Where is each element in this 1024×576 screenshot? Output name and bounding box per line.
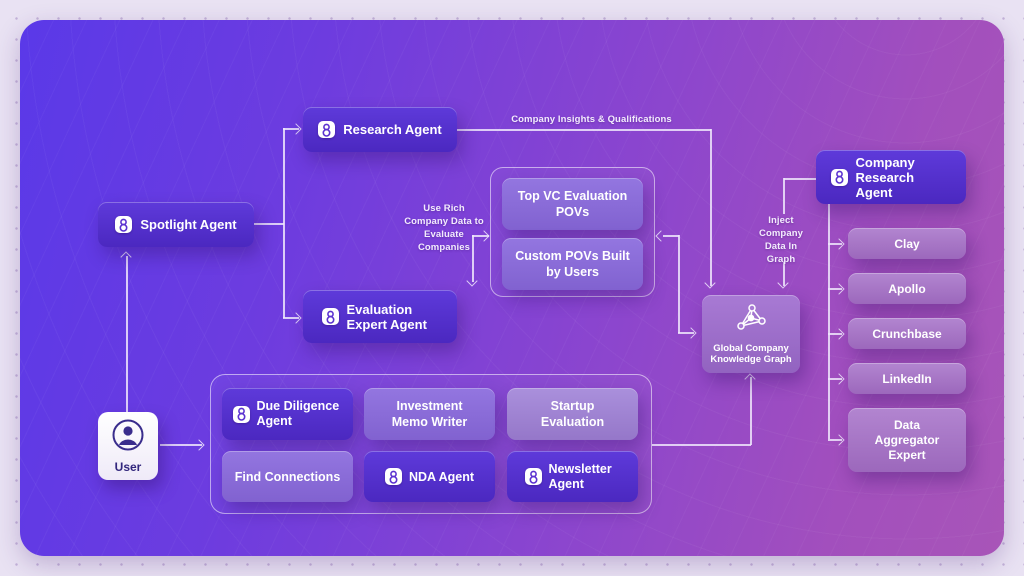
arrowhead [833,372,845,385]
node-label: User [114,460,142,474]
node-knowledge-graph: Global Company Knowledge Graph [702,295,800,373]
connector-line [472,235,489,237]
node-due-diligence-agent: Due Diligence Agent [222,388,353,440]
knowledge-graph-icon [733,303,769,340]
node-nda-agent: NDA Agent [364,451,495,502]
connector-line [283,128,285,318]
connector-line [750,377,752,445]
node-label: NDA Agent [408,469,475,484]
annotation-inject-data: Inject Company Data In Graph [759,215,803,265]
node-label: Find Connections [234,469,341,484]
diagram-canvas: Company Insights & Qualifications Use Ri… [20,20,1004,556]
arrowhead [704,277,716,289]
node-label: Spotlight Agent [140,217,237,232]
agent-logo-icon [321,308,339,325]
node-label: Research Agent [343,122,442,137]
connector-line [283,128,299,130]
agent-logo-icon [232,405,250,423]
node-label: Clay [894,236,920,251]
node-company-research-agent: Company Research Agent [816,150,966,204]
annotation-use-rich-data: Use Rich Company Data to Evaluate Compan… [404,203,484,253]
node-label: Custom POVs Built by Users [515,249,630,279]
node-label: Data Aggregator Expert [874,417,940,462]
node-label: Company Research Agent [855,154,915,200]
node-label: Evaluation Expert Agent [346,301,427,332]
arrowhead [744,373,756,385]
connector-line [652,444,751,446]
annotation-company-insights: Company Insights & Qualifications [511,114,672,125]
node-data-aggregator-expert: Data Aggregator Expert [848,408,966,472]
arrowhead [833,433,845,446]
arrowhead [833,282,845,295]
node-label: Investment Memo Writer [391,399,468,429]
agent-logo-icon [524,468,542,485]
user-icon [111,418,145,457]
connector-line [828,378,842,380]
connector-line [283,317,299,319]
connector-line [472,235,474,282]
arrowhead [290,311,302,324]
agent-logo-icon [384,468,402,485]
agent-logo-icon [830,168,848,186]
node-find-connections: Find Connections [222,451,353,502]
node-spotlight-agent: Spotlight Agent [98,202,254,247]
node-label: Due Diligence Agent [256,399,340,428]
arrowhead [833,237,845,250]
connector-line [254,223,284,225]
connector-line [678,332,694,334]
arrowhead [193,438,205,451]
node-crunchbase: Crunchbase [848,318,966,349]
node-evaluation-expert-agent: Evaluation Expert Agent [303,290,457,343]
node-label: Top VC Evaluation POVs [517,189,628,219]
arrowhead [466,275,478,287]
connector-line [457,129,711,131]
node-investment-memo-writer: Investment Memo Writer [364,388,495,440]
connector-line [828,203,830,439]
connector-line [126,256,128,412]
node-label: Newsletter Agent [548,461,612,491]
arrowhead [120,251,132,263]
arrowhead [685,326,697,339]
node-label: Startup Evaluation [540,399,605,429]
node-top-vc-povs: Top VC Evaluation POVs [502,178,643,230]
node-user: User [98,412,158,480]
node-label: LinkedIn [882,371,932,386]
node-label: Crunchbase [872,326,942,341]
connector-line [828,439,842,441]
connector-line [784,178,817,180]
agent-logo-icon [115,216,133,233]
node-apollo: Apollo [848,273,966,304]
node-research-agent: Research Agent [303,107,457,152]
node-label: Apollo [888,281,926,296]
connector-line [828,288,842,290]
connector-line [828,243,842,245]
connector-line [828,333,842,335]
connector-line [710,129,712,286]
arrowhead [833,327,845,340]
node-linkedin: LinkedIn [848,363,966,394]
connector-line [678,235,680,333]
node-startup-evaluation: Startup Evaluation [507,388,638,440]
connector-line [160,444,202,446]
connector-line [783,178,785,214]
arrowhead [777,277,789,289]
node-clay: Clay [848,228,966,259]
connector-line [663,235,679,237]
node-newsletter-agent: Newsletter Agent [507,451,638,502]
node-label: Global Company Knowledge Graph [710,342,792,366]
connector-line [783,262,785,286]
arrowhead [290,122,302,135]
node-custom-povs: Custom POVs Built by Users [502,238,643,290]
agent-logo-icon [318,121,336,138]
